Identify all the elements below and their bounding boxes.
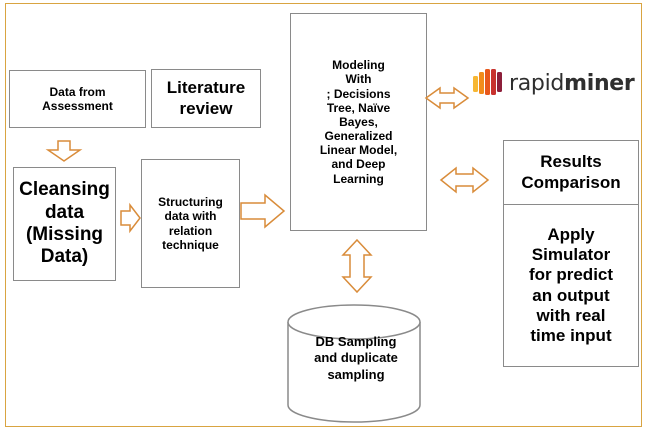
modeling-label: Modeling With ; Decisions Tree, Naïve Ba… (319, 58, 398, 186)
cleansing-label: Cleansing data (Missing Data) (19, 179, 110, 268)
cleansing-node: Cleansing data (Missing Data) (13, 167, 116, 281)
literature-review-label: Literature review (166, 78, 246, 118)
results-comparison-node: Results Comparison (503, 140, 639, 205)
structuring-label: Structuring data with relation technique (158, 195, 223, 252)
arrow-assessment-to-cleansing (45, 140, 83, 162)
arrow-modeling-results (439, 166, 490, 194)
rapidminer-wordmark: rapidminer (509, 70, 635, 96)
db-cylinder (287, 304, 421, 423)
simulator-label: Apply Simulator for predict an output wi… (528, 225, 614, 345)
rapidminer-mark-icon (473, 69, 502, 95)
data-assessment-label: Data from Assessment (42, 84, 113, 113)
data-assessment-node: Data from Assessment (9, 70, 146, 128)
arrow-structuring-to-modeling (240, 193, 286, 229)
rapidminer-logo: rapidminer (471, 60, 641, 106)
arrow-cleansing-to-structuring (120, 202, 141, 234)
db-sampling-label: DB Sampling and duplicate sampling (314, 334, 398, 382)
results-comparison-label: Results Comparison (521, 152, 621, 192)
modeling-node: Modeling With ; Decisions Tree, Naïve Ba… (290, 13, 427, 231)
simulator-node: Apply Simulator for predict an output wi… (503, 204, 639, 367)
logo-suffix: miner (564, 70, 635, 96)
structuring-node: Structuring data with relation technique (141, 159, 240, 288)
literature-review-node: Literature review (151, 69, 261, 128)
arrow-modeling-db (341, 238, 373, 294)
arrow-modeling-rapidminer (424, 86, 470, 110)
logo-prefix: rapid (509, 70, 565, 96)
